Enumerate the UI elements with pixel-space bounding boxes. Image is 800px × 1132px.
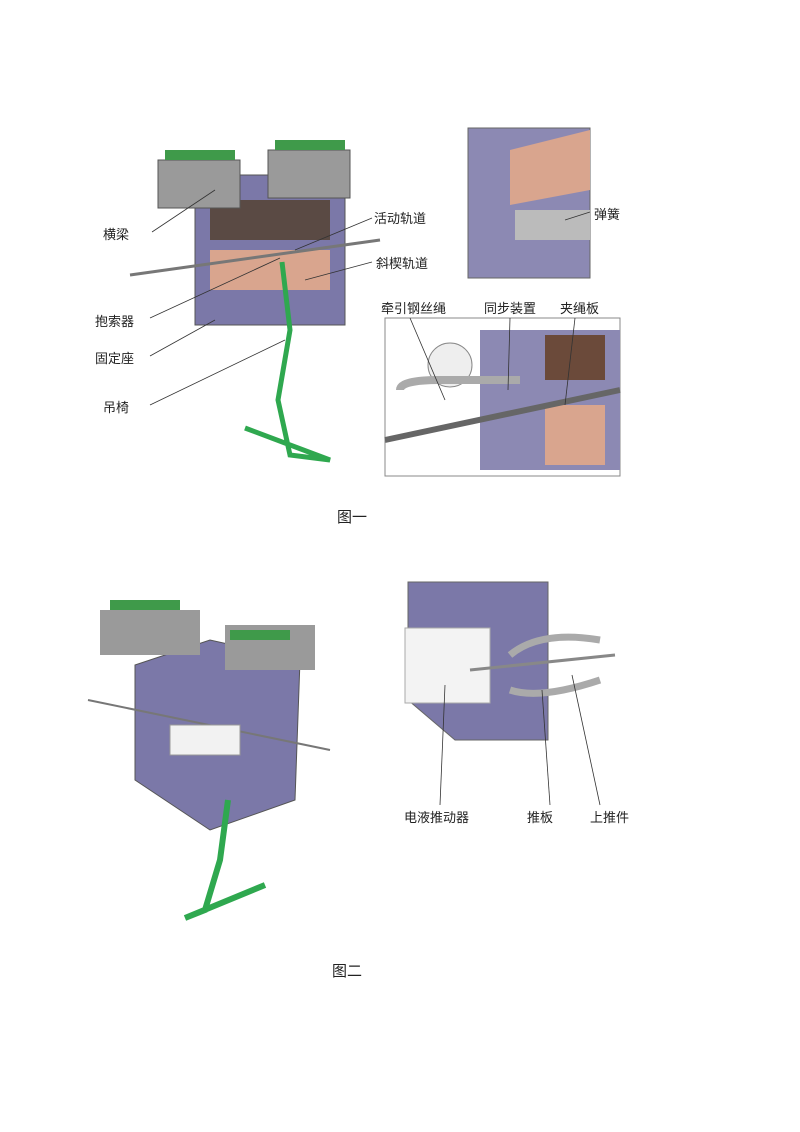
label-upper-pusher: 上推件	[590, 811, 630, 826]
label-moving-track: 活动轨道	[374, 212, 427, 227]
figure1-spring-detail	[467, 127, 591, 279]
label-push-plate: 推板	[527, 811, 554, 826]
label-grip: 抱索器	[95, 315, 135, 330]
label-clamp-plate: 夹绳板	[560, 302, 600, 317]
label-fixed-seat: 固定座	[95, 352, 135, 367]
figure2-caption: 图二	[332, 962, 363, 980]
figure1-clamp-detail	[384, 317, 621, 477]
label-sync-device: 同步装置	[484, 302, 537, 317]
figure2-main-drawing	[87, 600, 331, 921]
label-spring: 弹簧	[594, 208, 621, 223]
label-chair: 吊椅	[103, 401, 130, 416]
label-beam: 横梁	[103, 228, 130, 243]
label-haul-rope: 牵引钢丝绳	[381, 302, 447, 317]
label-wedge-track: 斜楔轨道	[376, 257, 429, 272]
figure1-main-drawing	[129, 140, 381, 463]
figure1-caption: 图一	[337, 508, 368, 526]
figure2-actuator-detail	[404, 581, 616, 806]
label-actuator: 电液推动器	[404, 811, 470, 826]
